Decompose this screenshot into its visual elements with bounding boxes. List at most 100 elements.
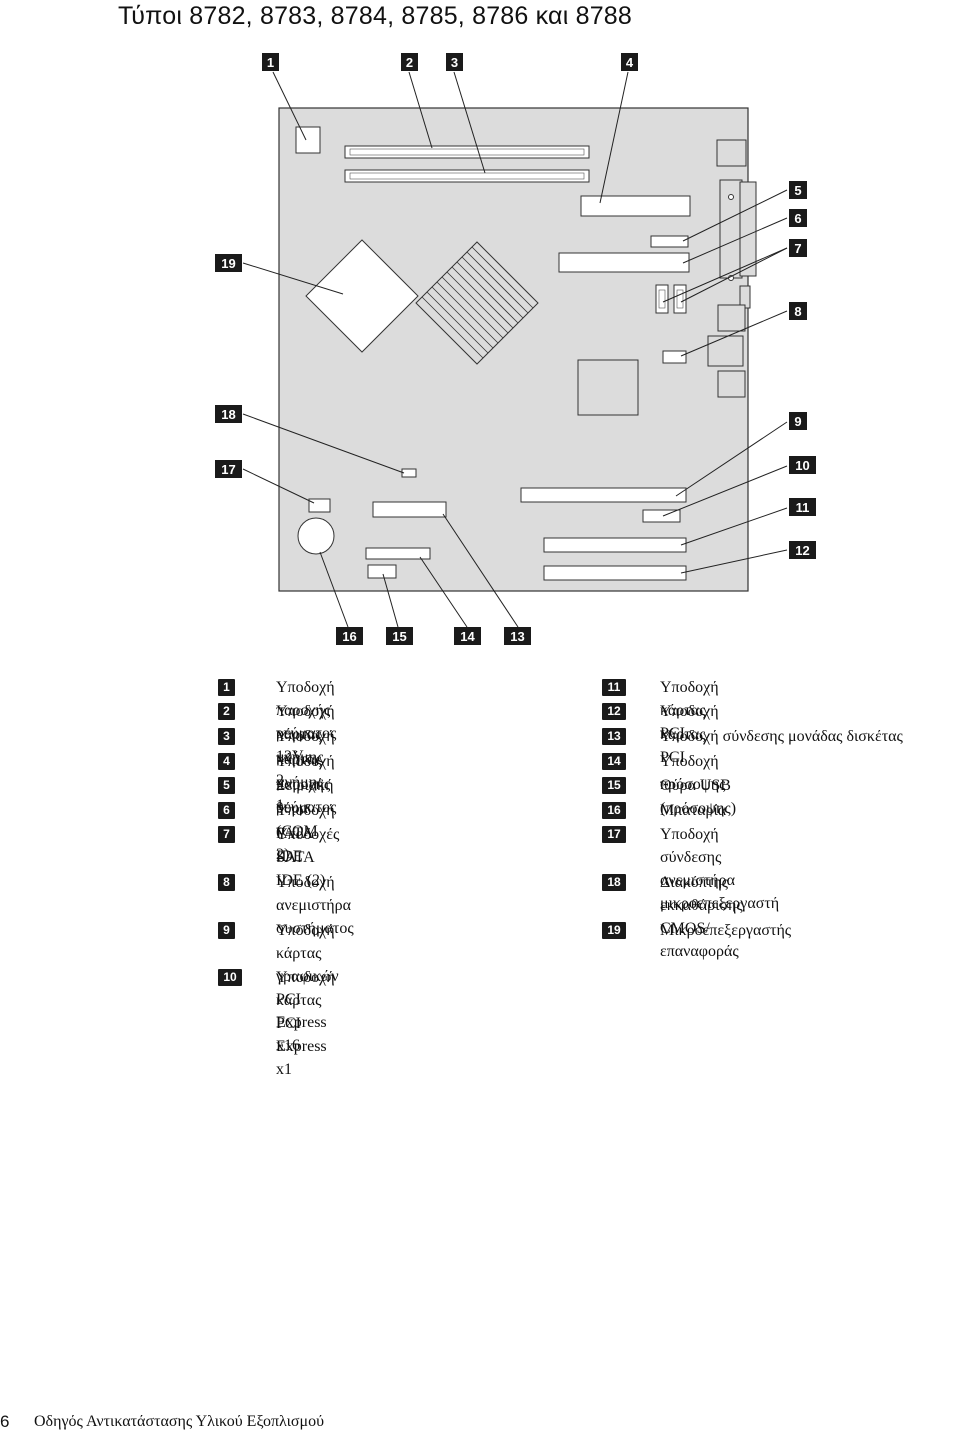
legend-text: Μπαταρία [660, 802, 727, 819]
legend-text: Σειριακή θύρα (COM 2) [276, 777, 334, 863]
legend-text: Υποδοχή κάρτας γραφικών PCI Express x16 [276, 922, 339, 1054]
svg-text:2: 2 [406, 55, 413, 70]
page-number: 6 [0, 1412, 10, 1431]
svg-text:13: 13 [510, 629, 524, 644]
svg-text:3: 3 [451, 55, 458, 70]
callout-badge-19: 19 [215, 254, 242, 272]
legend-key: 15 [602, 777, 626, 794]
legend-text: Μικροεπεξεργαστής [660, 922, 792, 939]
svg-text:14: 14 [460, 629, 475, 644]
main-power-connector [580, 195, 691, 217]
svg-text:1: 1 [267, 55, 274, 70]
callout-badge-10: 10 [789, 456, 816, 474]
svg-text:9: 9 [794, 414, 801, 429]
chipset [577, 359, 639, 416]
legend-text: Υποδοχή σύνδεσης ανεμιστήρα μικροεπεξεργ… [660, 826, 780, 912]
battery [297, 517, 335, 555]
legend-text: Θύρα USB (πρόσοψης) [660, 777, 737, 817]
svg-text:17: 17 [221, 462, 235, 477]
svg-text:12: 12 [795, 543, 809, 558]
legend-key: 17 [602, 826, 626, 843]
legend-key: 3 [218, 728, 235, 745]
svg-text:18: 18 [221, 407, 235, 422]
legend-key: 7 [218, 826, 235, 843]
legend-text: Υποδοχή πρόσοψης [660, 753, 726, 793]
svg-text:6: 6 [794, 211, 801, 226]
pata-ide-connector [558, 252, 690, 273]
legend-text: Υποδοχή σύνδεσης μονάδας δισκέτας [660, 728, 903, 745]
serial-header [650, 235, 689, 248]
callout-badge-18: 18 [215, 405, 242, 423]
legend-text: Διακόπτης εκκαθάρισης CMOS/επαναφοράς [660, 874, 743, 960]
legend-key: 11 [602, 679, 626, 696]
pci-slot-1 [543, 537, 687, 553]
callout-badge-2: 2 [401, 53, 418, 71]
cmos-jumper [401, 468, 417, 478]
memory-slot-2 [344, 145, 590, 159]
sata-connector-b [673, 284, 687, 314]
callout-badge-7: 7 [789, 239, 807, 257]
legend-text: Υποδοχή παροχής ρεύματος [276, 753, 337, 816]
power-connector-12v [295, 126, 321, 154]
floppy-connector [372, 501, 447, 518]
legend-key: 19 [602, 922, 626, 939]
svg-text:4: 4 [626, 55, 634, 70]
svg-text:10: 10 [795, 458, 809, 473]
processor-socket [305, 239, 419, 353]
page-title: Τύποι 8782, 8783, 8784, 8785, 8786 και 8… [118, 2, 633, 30]
legend-key: 6 [218, 802, 235, 819]
front-usb-connector [367, 564, 397, 579]
legend-key: 4 [218, 753, 235, 770]
callout-badge-3: 3 [446, 53, 463, 71]
callout-badge-5: 5 [789, 181, 807, 199]
legend-key: 8 [218, 874, 235, 891]
svg-text:16: 16 [342, 629, 356, 644]
legend-key: 16 [602, 802, 626, 819]
legend-text: Υποδοχή κάρτας μνήμης 1 [276, 728, 335, 814]
legend-key: 18 [602, 874, 626, 891]
svg-text:11: 11 [796, 500, 810, 515]
callout-badge-15: 15 [386, 627, 413, 645]
legend-key: 12 [602, 703, 626, 720]
pci-slot-2 [543, 565, 687, 581]
legend-key: 10 [218, 969, 242, 986]
legend-key: 14 [602, 753, 626, 770]
callout-badge-9: 9 [789, 412, 807, 430]
sata-connector-a [655, 284, 669, 314]
callout-badge-14: 14 [454, 627, 481, 645]
cpu-fan-connector [308, 498, 331, 513]
callout-badge-12: 12 [789, 541, 816, 559]
svg-text:19: 19 [221, 256, 235, 271]
legend-text: Υποδοχή PATA IDE [276, 802, 335, 865]
footer-book-title: Οδηγός Αντικατάστασης Υλικού Εξοπλισμού [34, 1413, 325, 1430]
callout-badge-11: 11 [789, 498, 816, 516]
callout-badge-17: 17 [215, 460, 242, 478]
legend-key: 9 [218, 922, 235, 939]
legend-key: 1 [218, 679, 235, 696]
memory-slot-1 [344, 169, 590, 183]
legend-text: Υποδοχή κάρτας PCI [660, 679, 719, 742]
callout-badge-13: 13 [504, 627, 531, 645]
svg-text:8: 8 [794, 304, 801, 319]
legend-key: 5 [218, 777, 235, 794]
callout-badge-8: 8 [789, 302, 807, 320]
svg-text:5: 5 [794, 183, 801, 198]
legend-text: Υποδοχή κάρτας μνήμης 2 [276, 703, 335, 789]
legend-text: Υποδοχή παροχής ρεύματος 12V [276, 679, 337, 765]
callout-badge-1: 1 [262, 53, 279, 71]
legend-key: 2 [218, 703, 235, 720]
legend-text: Υποδοχή κάρτας PCI Express x1 [276, 969, 335, 1078]
legend-key: 13 [602, 728, 626, 745]
svg-text:15: 15 [392, 629, 406, 644]
motherboard-diagram: 1 2 3 4 5 6 7 8 9 10 11 12 13 14 15 16 1… [215, 53, 816, 645]
svg-text:7: 7 [794, 241, 801, 256]
legend-text: Υποδοχή ανεμιστήρα συστήματος [276, 874, 354, 937]
front-panel-connector [365, 547, 431, 560]
system-fan-connector [662, 350, 687, 364]
rear-port-top [716, 139, 747, 167]
legend-text: Υποδοχές SATA IDE (2) [276, 826, 340, 889]
callout-leader-lines [242, 71, 788, 628]
heatsink [415, 241, 539, 365]
callout-badge-16: 16 [336, 627, 363, 645]
pci-express-x16-slot [520, 487, 687, 503]
